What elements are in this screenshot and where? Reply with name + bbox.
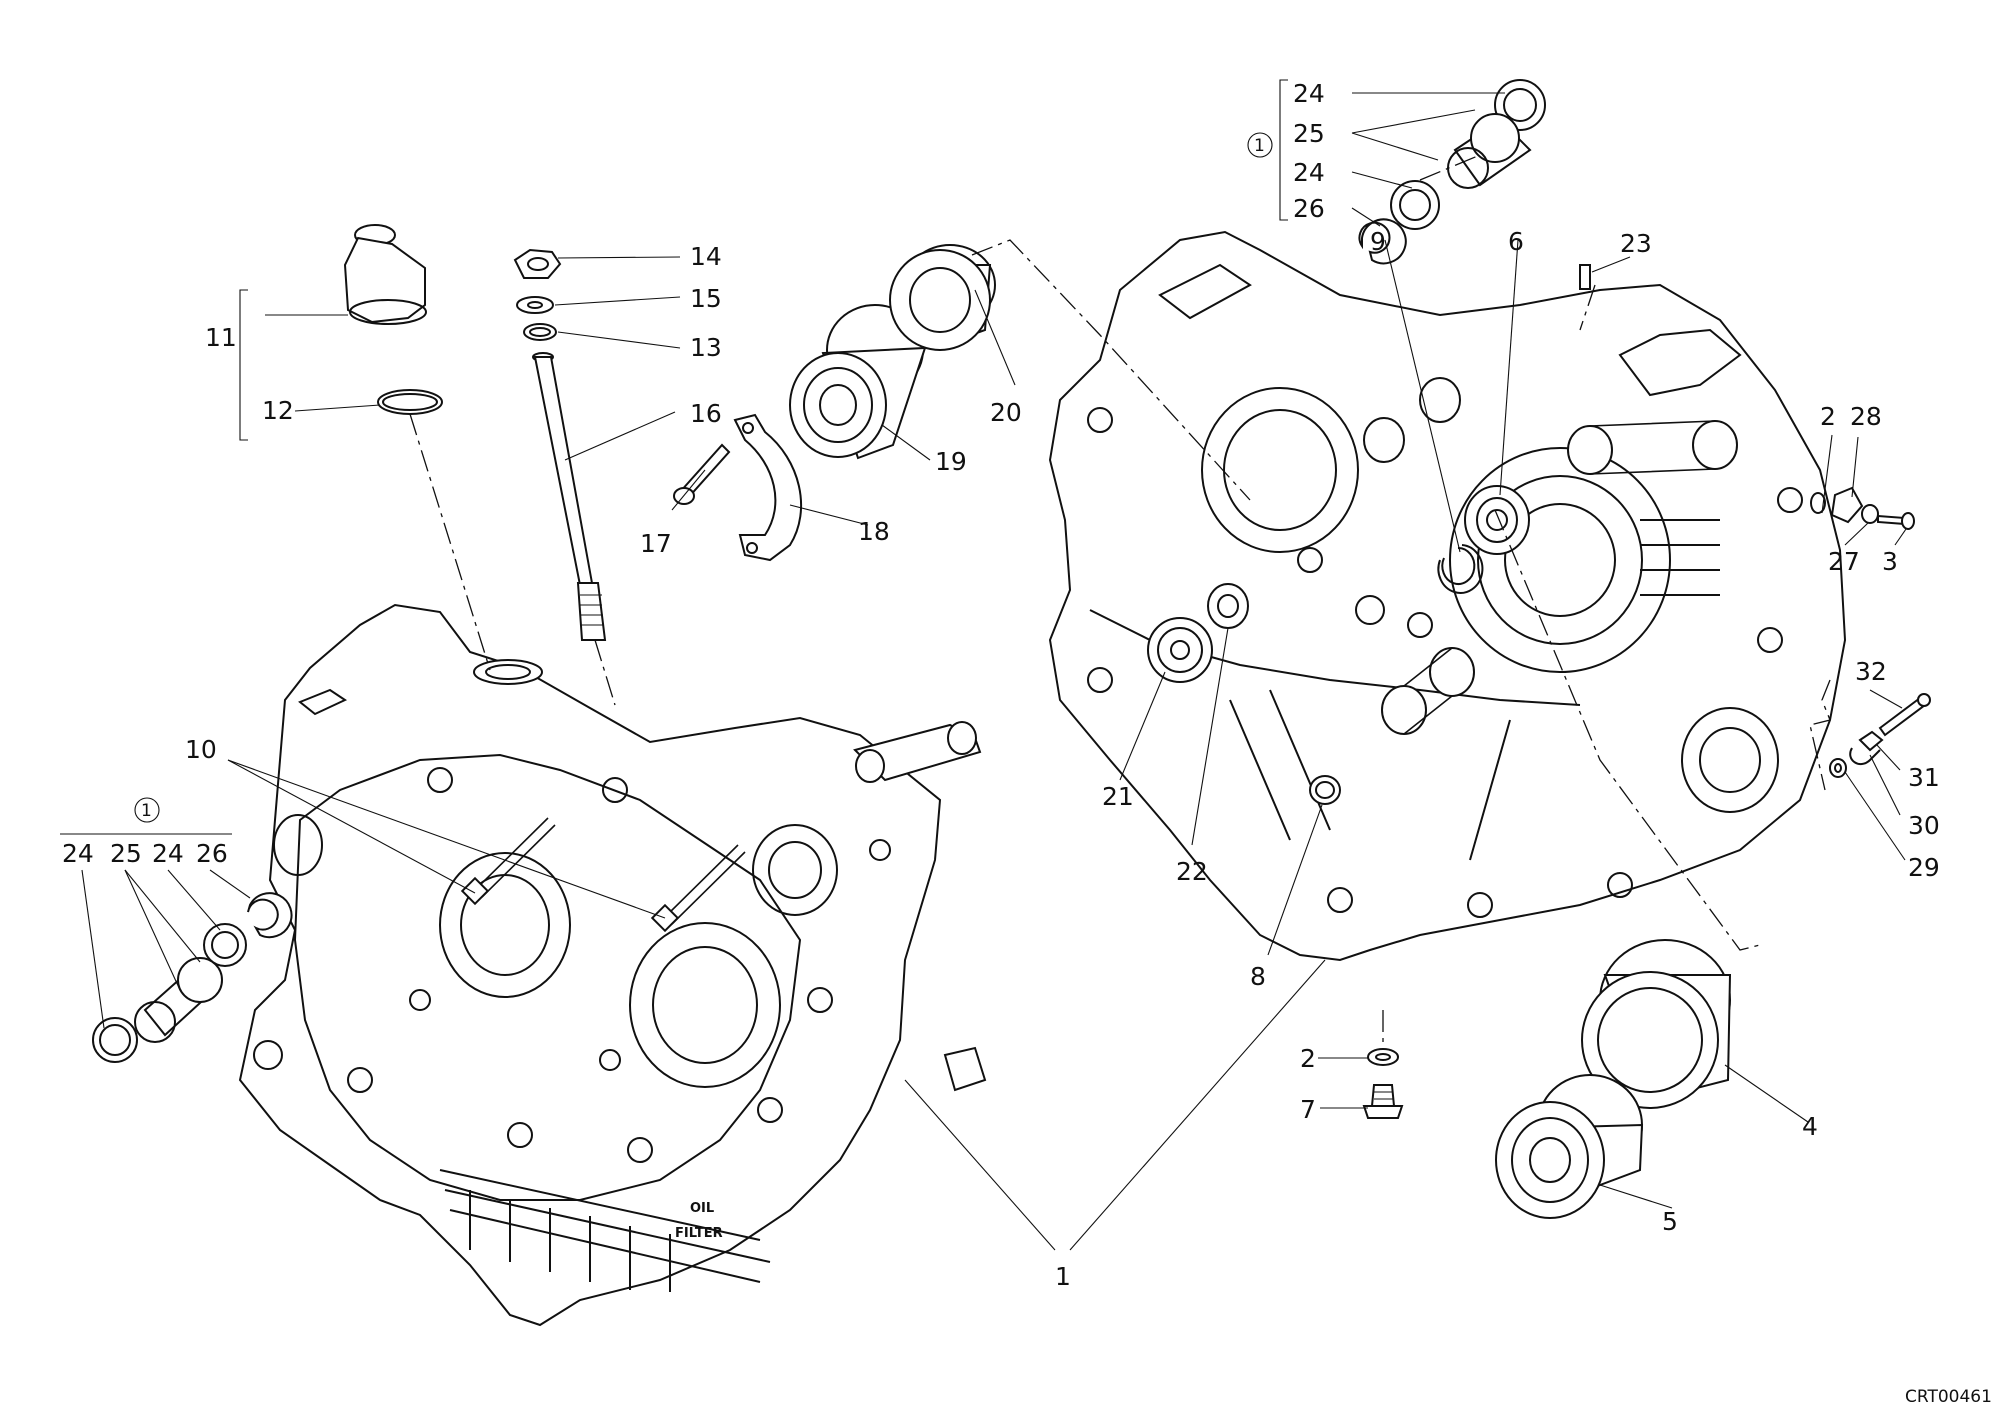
kit-badge-right <box>1247 132 1273 158</box>
right-crankcase-half <box>1048 230 1847 962</box>
kit-right-item-1: 24 <box>1293 79 1325 108</box>
callout-23: 23 <box>1620 229 1652 258</box>
kit-right-item-2: 25 <box>1293 119 1325 148</box>
small-fixing-parts <box>1829 693 1931 778</box>
right-kit-parts <box>1358 79 1546 265</box>
kit-left-item-3: 24 <box>152 839 184 868</box>
part-4-seal-ring <box>1581 939 1732 1109</box>
callout-16: 16 <box>690 399 722 428</box>
kit-left-item-4: 26 <box>196 839 228 868</box>
callout-4: 4 <box>1802 1112 1818 1141</box>
callout-28: 28 <box>1850 402 1882 431</box>
callout-14: 14 <box>690 242 722 271</box>
callout-22: 22 <box>1176 857 1208 886</box>
callout-13: 13 <box>690 333 722 362</box>
callout-2-lower: 2 <box>1300 1044 1316 1073</box>
kit-badge-left-text: 1 <box>141 801 152 821</box>
side-plug-parts <box>1810 486 1915 530</box>
kit-badge-right-text: 1 <box>1254 136 1265 156</box>
part-13-o-ring <box>523 323 557 341</box>
callout-29: 29 <box>1908 853 1940 882</box>
part-14-nut <box>513 248 562 279</box>
kit-right-item-3: 24 <box>1293 158 1325 187</box>
callout-3: 3 <box>1882 547 1898 576</box>
callout-20: 20 <box>990 398 1022 427</box>
callout-12: 12 <box>262 396 294 425</box>
callout-11: 11 <box>205 323 237 352</box>
part-15-washer <box>516 296 554 314</box>
part-16-oil-rod <box>532 352 607 641</box>
callout-27: 27 <box>1828 547 1860 576</box>
alignment-lines <box>409 154 1831 1050</box>
callout-5: 5 <box>1662 1207 1678 1236</box>
callout-6: 6 <box>1508 227 1524 256</box>
left-crankcase-half: OIL FILTER <box>238 603 987 1327</box>
kit-right-item-4: 26 <box>1293 194 1325 223</box>
kit-left-item-1: 24 <box>62 839 94 868</box>
callout-30: 30 <box>1908 811 1940 840</box>
callout-18: 18 <box>858 517 890 546</box>
callout-17: 17 <box>640 529 672 558</box>
callout-31: 31 <box>1908 763 1940 792</box>
leader-lines <box>60 79 1907 1251</box>
callout-32: 32 <box>1855 657 1887 686</box>
callout-19: 19 <box>935 447 967 476</box>
callout-labels: 11 12 14 15 13 16 17 18 19 20 10 9 6 23 … <box>62 79 1992 1407</box>
callout-1: 1 <box>1055 1262 1071 1291</box>
part-19-roller-bearing <box>789 304 927 460</box>
kit-badge-left <box>134 797 160 823</box>
part-5-roller-bearing <box>1495 1074 1644 1219</box>
part-11-breather-cap <box>343 224 427 325</box>
callout-7: 7 <box>1300 1095 1316 1124</box>
part-7-drain-plug <box>1362 1084 1404 1119</box>
callout-10: 10 <box>185 735 217 764</box>
drawing-reference-code: CRT00461 <box>1905 1387 1992 1407</box>
callout-9: 9 <box>1370 227 1386 256</box>
part-2-washer <box>1367 1048 1399 1066</box>
callout-8: 8 <box>1250 962 1266 991</box>
part-20-seal-ring <box>889 244 996 351</box>
oil-filter-marking: FILTER <box>675 1226 723 1241</box>
callout-15: 15 <box>690 284 722 313</box>
left-kit-parts <box>92 892 293 1063</box>
callout-21: 21 <box>1102 782 1134 811</box>
callout-2-upper: 2 <box>1820 402 1836 431</box>
oil-filter-marking: OIL <box>690 1201 714 1216</box>
part-18-bracket <box>733 413 803 562</box>
kit-left-item-2: 25 <box>110 839 142 868</box>
